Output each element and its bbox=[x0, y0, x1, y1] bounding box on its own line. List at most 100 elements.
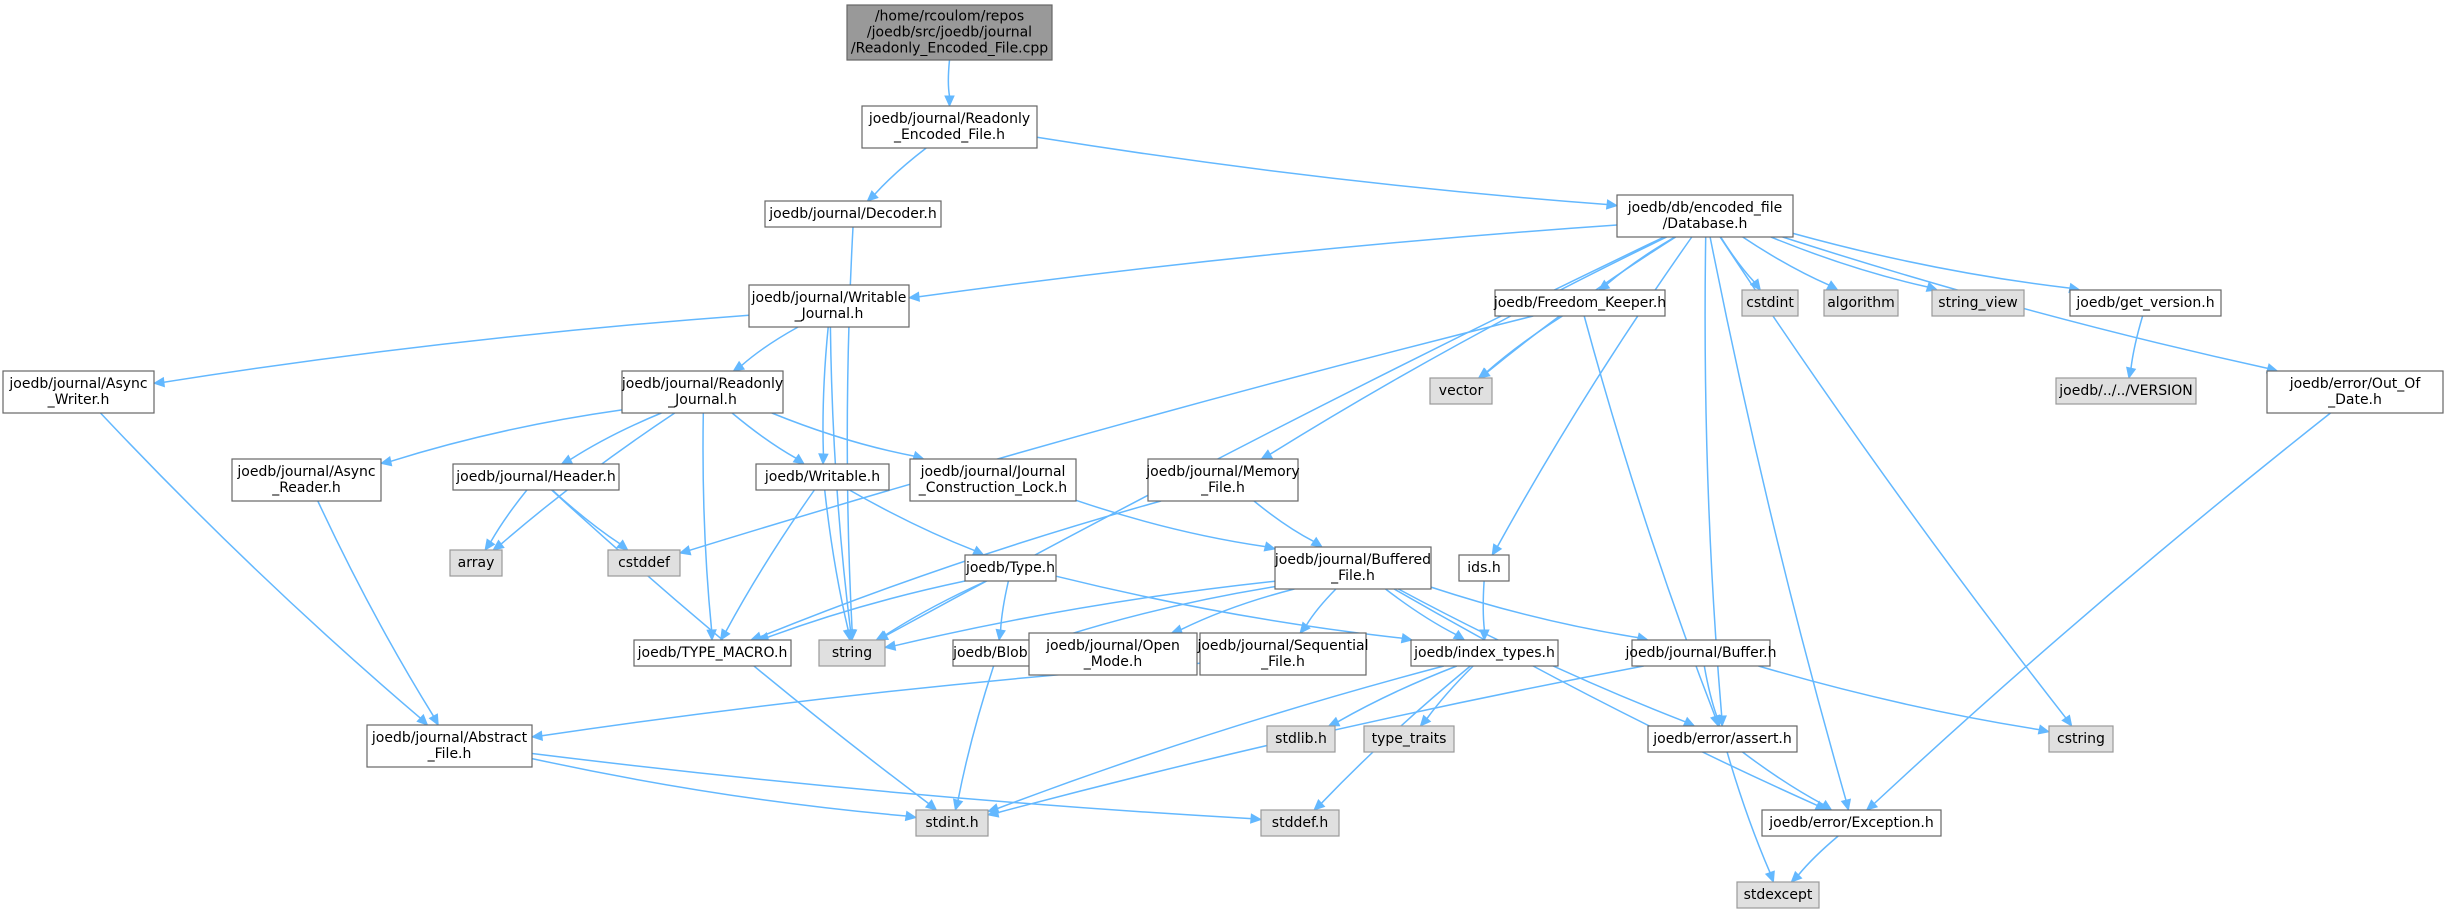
edge-line bbox=[1797, 835, 1839, 876]
edge-arrowhead bbox=[818, 453, 829, 466]
edge-wj-to-aw bbox=[152, 314, 750, 388]
node-box bbox=[1494, 289, 1666, 317]
node-abs[interactable]: joedb/journal/Abstract_File.h bbox=[366, 724, 533, 768]
edge-arrowhead bbox=[560, 454, 574, 465]
node-label: type_traits bbox=[1372, 731, 1447, 747]
node-fk[interactable]: joedb/Freedom_Keeper.h bbox=[1493, 289, 1666, 317]
edge-encdb-to-string_view bbox=[1770, 236, 1939, 292]
edge-line bbox=[947, 59, 951, 97]
node-typeh[interactable]: joedb/Type.h bbox=[964, 554, 1057, 582]
edge-line bbox=[99, 412, 421, 719]
node-label: _Construction_Lock.h bbox=[918, 480, 1067, 496]
edge-encdb-to-mem bbox=[1260, 236, 1668, 460]
edge-line bbox=[551, 489, 621, 545]
node-blob[interactable]: joedb/Blob.h bbox=[952, 639, 1042, 667]
edge-arrowhead bbox=[530, 730, 543, 742]
node-rj[interactable]: joedb/journal/Readonly_Journal.h bbox=[621, 370, 784, 414]
node-label: joedb/journal/Readonly bbox=[621, 376, 783, 392]
node-wr[interactable]: joedb/Writable.h bbox=[755, 463, 890, 491]
edge-mem-to-buf bbox=[1253, 500, 1324, 548]
edge-arrowhead bbox=[1250, 813, 1263, 824]
edge-line bbox=[1742, 751, 1824, 806]
node-label: _File.h bbox=[1200, 480, 1245, 496]
edge-arrowhead bbox=[842, 628, 854, 642]
node-bufh[interactable]: joedb/journal/Buffer.h bbox=[1625, 639, 1777, 667]
node-box bbox=[1260, 809, 1340, 837]
edge-line bbox=[531, 757, 907, 817]
edge-arrowhead bbox=[484, 538, 496, 551]
edge-line bbox=[1782, 236, 2268, 370]
edge-line bbox=[1720, 236, 1755, 283]
edge-rj-to-ar bbox=[379, 409, 623, 467]
edge-wj-to-rj bbox=[732, 326, 799, 372]
edge-arrowhead bbox=[866, 190, 879, 202]
node-buf[interactable]: joedb/journal/Buffered_File.h bbox=[1274, 546, 1432, 590]
node-assert[interactable]: joedb/error/assert.h bbox=[1647, 725, 1798, 753]
node-label: joedb/error/Out_Of bbox=[2289, 376, 2422, 392]
node-encdb[interactable]: joedb/db/encoded_file/Database.h bbox=[1616, 194, 1794, 238]
node-label: joedb/error/Exception.h bbox=[1768, 815, 1933, 831]
node-string: string bbox=[818, 639, 886, 667]
node-label: _File.h bbox=[1260, 654, 1305, 670]
edge-line bbox=[760, 500, 1162, 638]
dependency-edges bbox=[99, 59, 2331, 884]
node-roef_h[interactable]: joedb/journal/Readonly_Encoded_File.h bbox=[861, 105, 1038, 149]
node-ar[interactable]: joedb/journal/Async_Reader.h bbox=[231, 458, 382, 502]
node-jcl[interactable]: joedb/journal/Journal_Construction_Lock.… bbox=[909, 458, 1077, 502]
node-decoder[interactable]: joedb/journal/Decoder.h bbox=[764, 200, 942, 228]
node-box bbox=[231, 458, 382, 502]
node-box bbox=[366, 724, 533, 768]
node-root[interactable]: /home/rcoulom/repos/joedb/src/joedb/jour… bbox=[846, 4, 1053, 61]
node-box bbox=[952, 639, 1042, 667]
node-label: stddef.h bbox=[1272, 815, 1328, 831]
edge-line bbox=[689, 315, 1534, 552]
node-aw[interactable]: joedb/journal/Async_Writer.h bbox=[2, 370, 155, 414]
edge-abs-to-stddef bbox=[531, 752, 1263, 824]
node-mem[interactable]: joedb/journal/Memory_File.h bbox=[1145, 458, 1300, 502]
node-hdr[interactable]: joedb/journal/Header.h bbox=[452, 463, 620, 491]
node-versionf: joedb/../../VERSION bbox=[2055, 377, 2197, 405]
edge-line bbox=[849, 489, 975, 552]
node-label: joedb/journal/Async bbox=[8, 376, 147, 392]
node-label: joedb/journal/Open bbox=[1045, 638, 1180, 654]
node-label: vector bbox=[1439, 383, 1484, 399]
edge-buf-to-seq bbox=[1299, 588, 1337, 634]
node-seq[interactable]: joedb/journal/Sequential_File.h bbox=[1196, 632, 1369, 676]
node-box bbox=[452, 463, 620, 491]
edge-line bbox=[490, 489, 528, 543]
node-exc[interactable]: joedb/error/Exception.h bbox=[1761, 809, 1942, 837]
node-label: stdint.h bbox=[925, 815, 978, 831]
edge-arrowhead bbox=[875, 630, 889, 641]
edge-arrowhead bbox=[1313, 798, 1326, 811]
edge-wr-to-tm bbox=[719, 489, 816, 642]
node-open[interactable]: joedb/journal/Open_Mode.h bbox=[1028, 632, 1198, 676]
node-ids[interactable]: ids.h bbox=[1458, 554, 1510, 582]
node-it[interactable]: joedb/index_types.h bbox=[1410, 639, 1559, 667]
edge-arrowhead bbox=[1419, 714, 1432, 727]
edge-line bbox=[1742, 236, 1830, 286]
edge-encdb-to-exc bbox=[1709, 236, 1852, 812]
node-tm[interactable]: joedb/TYPE_MACRO.h bbox=[633, 639, 792, 667]
node-ood[interactable]: joedb/error/Out_Of_Date.h bbox=[2266, 370, 2444, 414]
edge-line bbox=[1709, 236, 1847, 801]
edge-arrowhead bbox=[1790, 870, 1803, 883]
edge-line bbox=[767, 580, 966, 639]
edge-line bbox=[1496, 236, 1693, 547]
edge-mem-to-tm bbox=[749, 500, 1162, 642]
node-wj[interactable]: joedb/journal/Writable_Journal.h bbox=[748, 284, 910, 328]
edge-arrowhead bbox=[2061, 714, 2073, 727]
node-label: joedb/journal/Memory bbox=[1145, 464, 1299, 480]
edge-typeh-to-blob bbox=[995, 580, 1010, 642]
edge-encdb-to-wj bbox=[907, 224, 1618, 302]
edge-arrowhead bbox=[2037, 724, 2051, 735]
node-label: joedb/get_version.h bbox=[2075, 295, 2214, 311]
node-box bbox=[2266, 370, 2444, 414]
node-getver[interactable]: joedb/get_version.h bbox=[2069, 289, 2222, 317]
edge-typeh-to-tm bbox=[756, 580, 966, 643]
edge-arrowhead bbox=[952, 798, 964, 812]
node-box bbox=[1823, 289, 1899, 317]
edge-line bbox=[997, 665, 1444, 810]
node-label: joedb/journal/Buffer.h bbox=[1625, 645, 1777, 661]
node-label: string_view bbox=[1938, 295, 2017, 311]
